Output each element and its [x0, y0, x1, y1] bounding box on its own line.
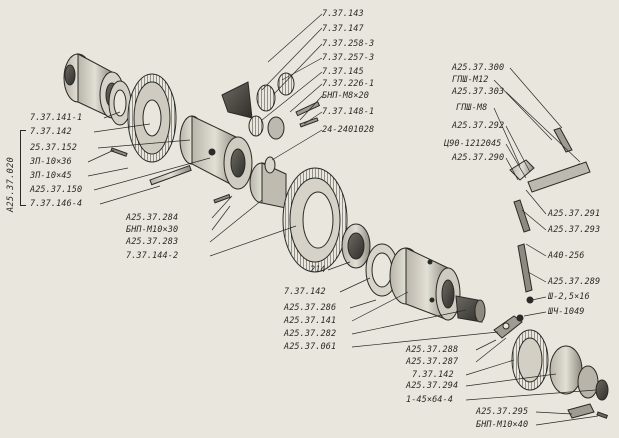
part-label: 7.37.142	[412, 370, 454, 380]
part-label: БНП-М10×30	[126, 225, 179, 235]
ring-gear-large	[282, 167, 348, 273]
part-label: А25.37.061	[284, 342, 337, 352]
part-label: ШЧ-1049	[548, 307, 585, 317]
part-label: 7.37.258-3	[322, 39, 375, 49]
part-label: Ц90-1212045	[444, 139, 502, 149]
part-label: А25.37.300	[452, 63, 505, 73]
part-label: А25.37.287	[406, 357, 459, 367]
handle-assembly	[509, 127, 591, 304]
part-label: ГПШ-М12	[452, 75, 489, 85]
part-label: 25.37.152	[30, 143, 77, 153]
carrier-body	[179, 115, 253, 190]
part-label: А25.37.141	[284, 316, 337, 326]
part-label: А25.37.284	[126, 213, 179, 223]
part-label: 1-45×64-4	[406, 395, 453, 405]
part-label: 7.37.145	[322, 67, 364, 77]
part-label: А25.37.294	[406, 381, 459, 391]
part-label: 7.37.142	[30, 127, 72, 137]
cover-center	[249, 156, 287, 209]
part-label: 7.37.146-4	[30, 199, 83, 209]
part-label: А25.37.295	[476, 407, 529, 417]
hub-housing-right	[389, 247, 461, 321]
assembly-code-label: A25.37.020	[6, 156, 16, 212]
part-label: БНП-М10×40	[476, 420, 529, 430]
part-label: 7.37.226-1	[322, 79, 375, 89]
part-label: А25.37.288	[406, 345, 459, 355]
part-label: А25.37.150	[30, 185, 83, 195]
part-label: А25.37.291	[548, 209, 601, 219]
part-label: 24-2401028	[322, 125, 375, 135]
part-label: 7.37.143	[322, 9, 364, 19]
part-label: ГПШ-М8	[456, 103, 488, 113]
part-label: 7.37.144-2	[126, 251, 179, 261]
part-label: А25.37.282	[284, 329, 337, 339]
part-label: А25.37.303	[452, 87, 505, 97]
bearing-214	[341, 223, 371, 269]
part-label: 7.37.257-3	[322, 53, 375, 63]
part-label: 7.37.142	[284, 287, 326, 297]
part-label: 7.37.147	[322, 24, 364, 34]
part-label: А25.37.290	[452, 153, 505, 163]
part-label: 7.37.148-1	[322, 107, 375, 117]
part-label: А25.37.286	[284, 303, 337, 313]
part-label: ЗП-10×36	[30, 157, 72, 167]
part-label: А40-256	[548, 251, 585, 261]
part-label: А25.37.283	[126, 237, 179, 247]
assembly-bracket	[20, 130, 26, 206]
part-label: А25.37.289	[548, 277, 601, 287]
part-label: 214	[310, 265, 326, 275]
part-label: А25.37.292	[452, 121, 505, 131]
part-label: А25.37.293	[548, 225, 601, 235]
cover-disc-right	[511, 329, 549, 391]
lever-linkage	[493, 314, 524, 339]
gear-large-left	[127, 73, 177, 163]
part-label: ЗП-10×45	[30, 171, 72, 181]
part-label: 7.37.141-1	[30, 113, 83, 123]
bevel-gears	[221, 72, 321, 140]
part-label: Ш-2,5×16	[548, 292, 590, 302]
end-cap	[549, 345, 609, 401]
part-label: БНП-М8×20	[322, 91, 369, 101]
